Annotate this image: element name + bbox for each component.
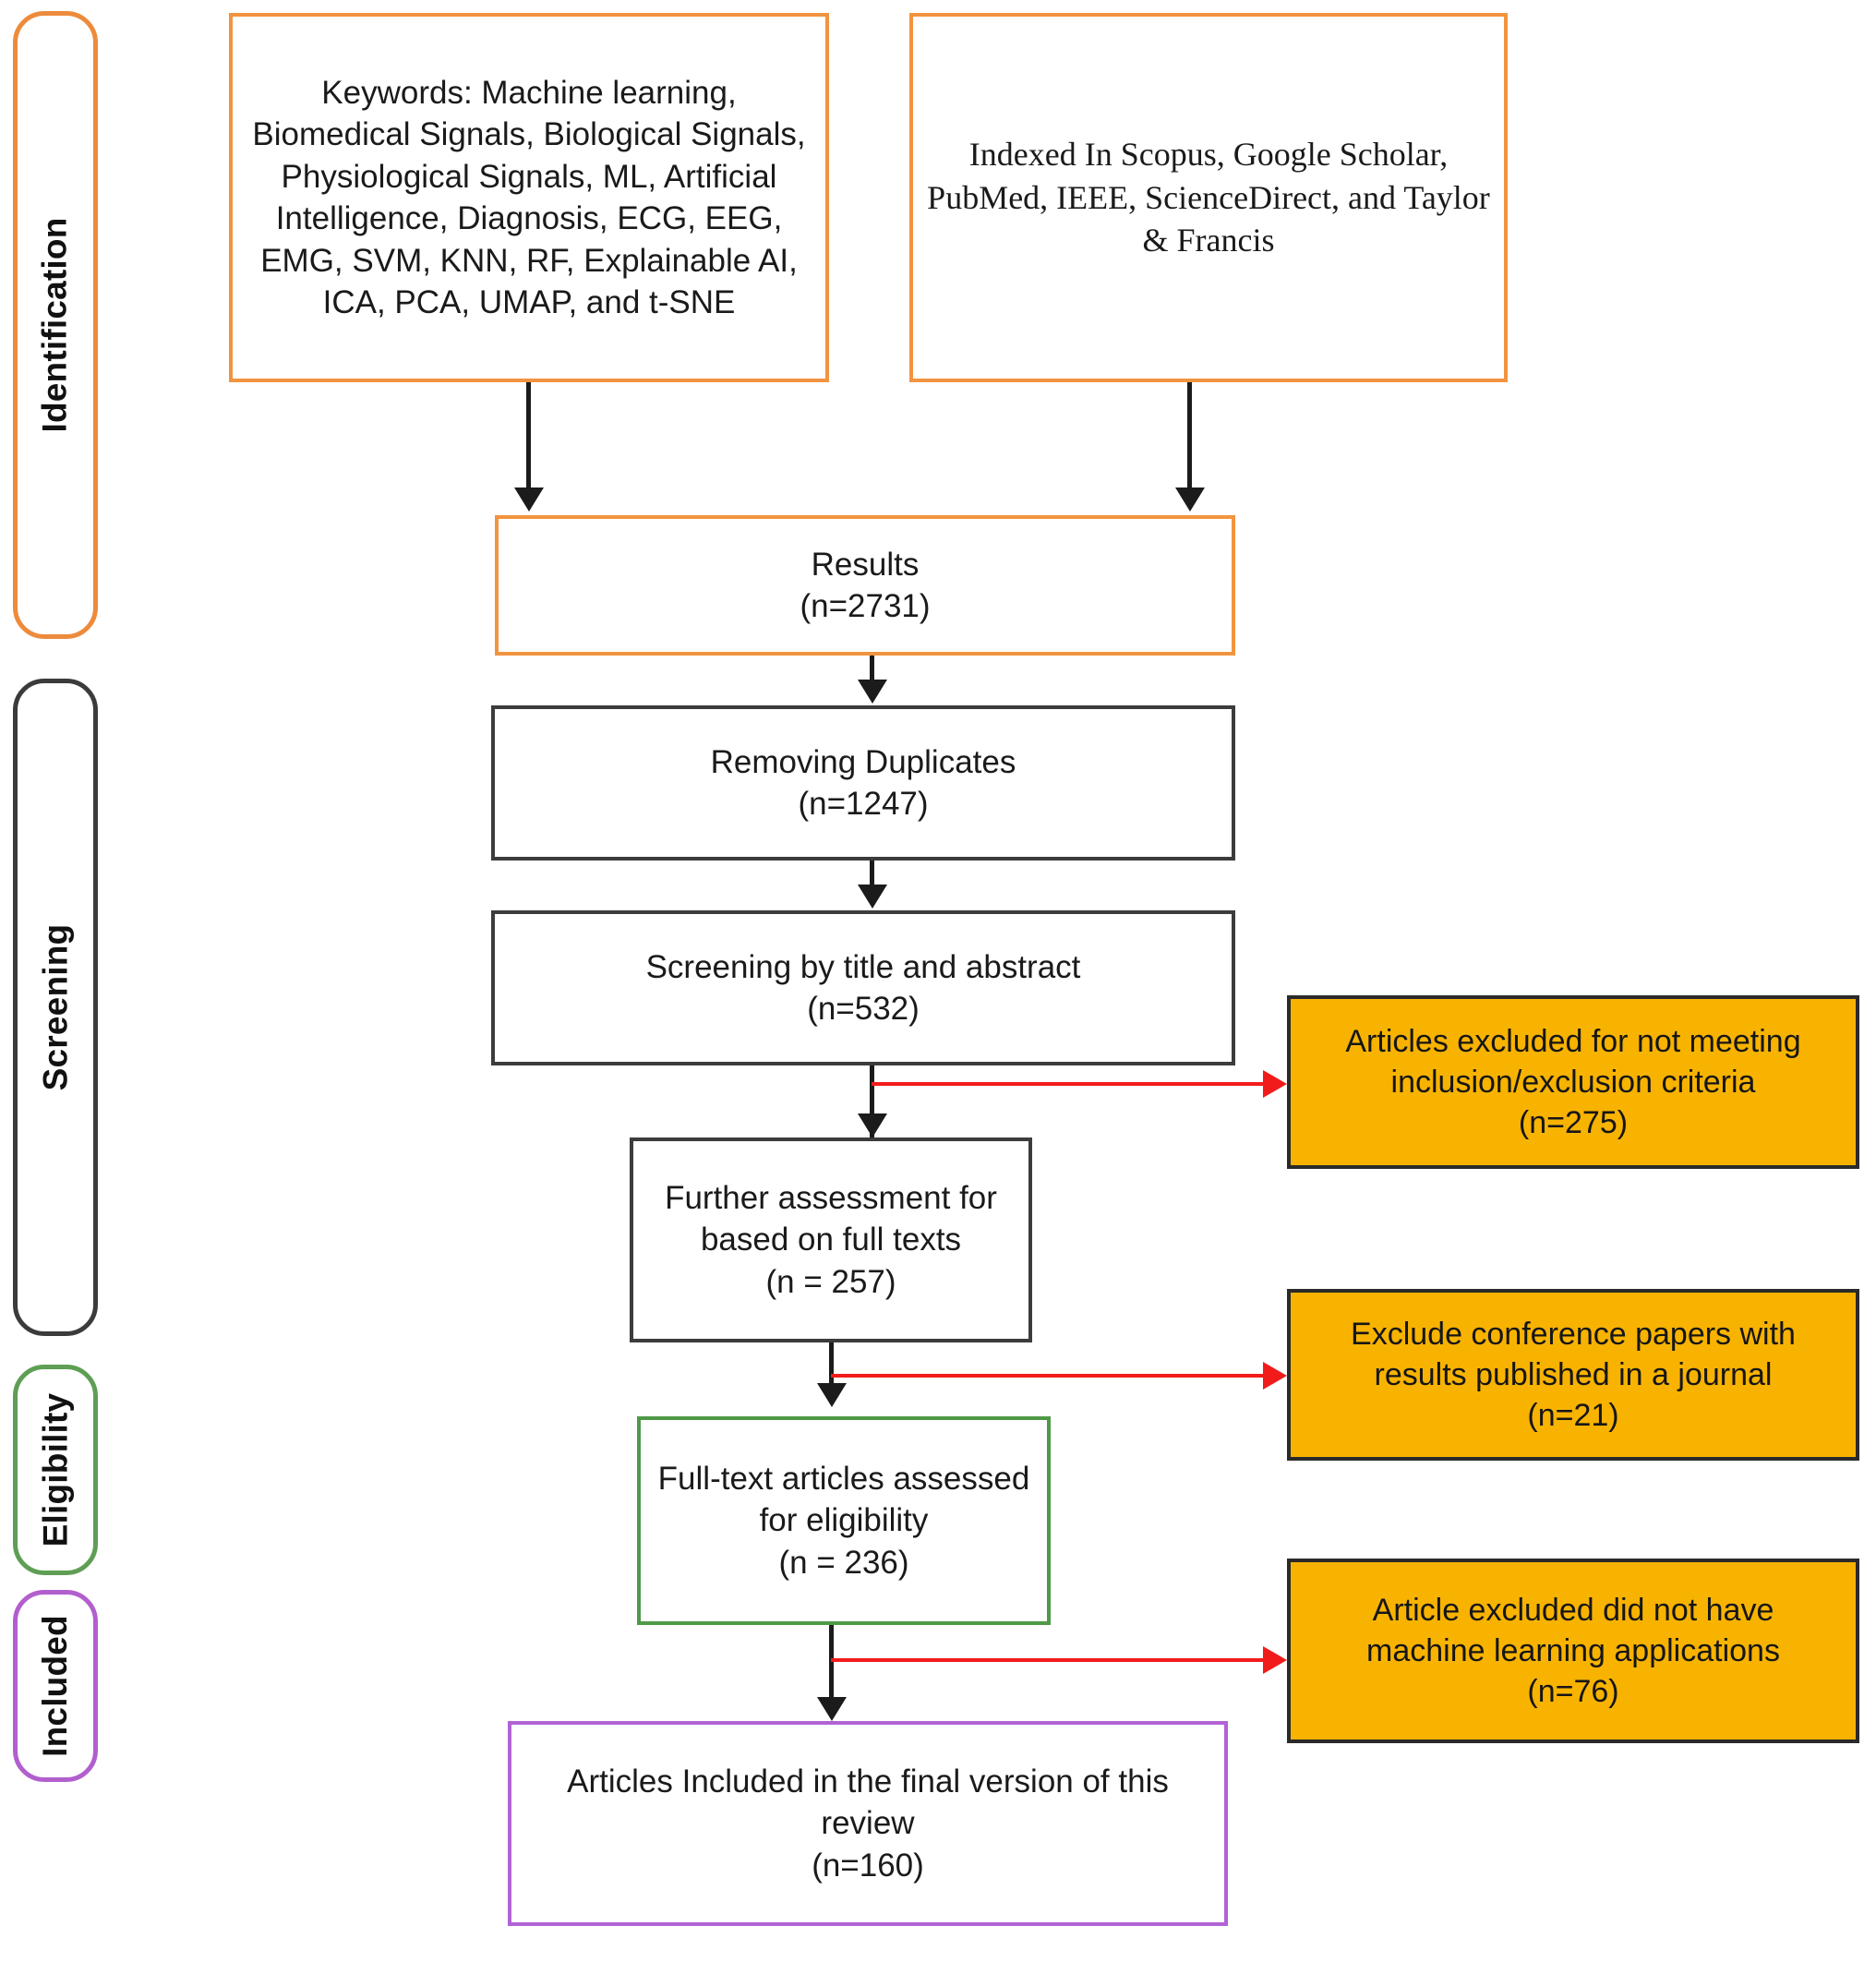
node-results: Results (n=2731) — [495, 515, 1235, 656]
node-excluded-conference-count: (n=21) — [1527, 1398, 1619, 1434]
node-fulltext-eligibility-line2: for eligibility — [759, 1502, 929, 1539]
exclusion-connector-no-ml — [831, 1658, 1265, 1662]
arrowhead-duplicates-to-screening — [858, 885, 887, 909]
node-results-count: (n=2731) — [800, 588, 931, 624]
phase-rail-eligibility: Eligibility — [13, 1365, 98, 1575]
node-excluded-conference-line2: results published in a journal — [1374, 1356, 1773, 1392]
connector-assessment-to-eligibility — [829, 1342, 834, 1394]
phase-label-eligibility: Eligibility — [36, 1392, 75, 1547]
node-further-assessment-count: (n = 257) — [765, 1263, 896, 1300]
node-excluded-criteria-line1: Articles excluded for not meeting — [1345, 1023, 1801, 1059]
node-fulltext-eligibility-count: (n = 236) — [778, 1544, 909, 1581]
phase-rail-included: Included — [13, 1590, 98, 1782]
phase-label-included: Included — [36, 1615, 75, 1757]
node-excluded-no-ml-line2: machine learning applications — [1366, 1632, 1780, 1668]
node-further-assessment: Further assessment for based on full tex… — [630, 1137, 1032, 1342]
arrowhead-assessment-to-eligibility — [817, 1383, 847, 1407]
node-keywords-text: Keywords: Machine learning, Biomedical S… — [252, 74, 806, 321]
phase-rail-identification: Identification — [13, 11, 98, 639]
node-removing-duplicates: Removing Duplicates (n=1247) — [491, 705, 1235, 861]
node-final-included-line1: Articles Included in the final version o… — [567, 1763, 1169, 1800]
exclusion-connector-conference — [831, 1374, 1265, 1378]
connector-screening-to-assessment — [870, 1065, 874, 1137]
node-title-abstract-label: Screening by title and abstract — [645, 948, 1081, 985]
node-final-included: Articles Included in the final version o… — [508, 1721, 1228, 1926]
node-further-assessment-line1: Further assessment for — [665, 1179, 997, 1216]
exclusion-arrowhead-no-ml — [1263, 1646, 1287, 1674]
exclusion-connector-criteria — [872, 1082, 1265, 1086]
exclusion-arrowhead-criteria — [1263, 1070, 1287, 1098]
node-excluded-no-ml-count: (n=76) — [1527, 1674, 1619, 1710]
node-excluded-criteria: Articles excluded for not meeting inclus… — [1287, 995, 1859, 1169]
connector-keywords-to-results — [526, 382, 531, 491]
node-title-abstract-count: (n=532) — [807, 991, 920, 1027]
node-excluded-criteria-count: (n=275) — [1518, 1105, 1629, 1141]
arrowhead-databases-to-results — [1175, 487, 1205, 512]
connector-databases-to-results — [1187, 382, 1192, 491]
node-excluded-no-ml: Article excluded did not have machine le… — [1287, 1559, 1859, 1743]
node-further-assessment-line2: based on full texts — [700, 1222, 962, 1258]
arrowhead-screening-to-assessment — [858, 1113, 887, 1137]
connector-duplicates-to-screening — [870, 861, 874, 888]
connector-results-to-duplicates — [870, 656, 874, 683]
node-excluded-conference: Exclude conference papers with results p… — [1287, 1289, 1859, 1461]
node-fulltext-eligibility: Full-text articles assessed for eligibil… — [637, 1416, 1051, 1625]
arrowhead-keywords-to-results — [514, 487, 544, 512]
connector-eligibility-to-included — [829, 1625, 834, 1704]
arrowhead-eligibility-to-included — [817, 1697, 847, 1721]
phase-label-identification: Identification — [36, 217, 74, 433]
arrowhead-results-to-duplicates — [858, 680, 887, 704]
node-excluded-conference-line1: Exclude conference papers with — [1351, 1316, 1796, 1352]
node-keywords: Keywords: Machine learning, Biomedical S… — [229, 13, 829, 382]
node-excluded-no-ml-line1: Article excluded did not have — [1372, 1592, 1774, 1628]
node-final-included-count: (n=160) — [812, 1847, 924, 1884]
node-excluded-criteria-line2: inclusion/exclusion criteria — [1390, 1064, 1756, 1100]
node-removing-duplicates-count: (n=1247) — [798, 786, 929, 822]
node-title-abstract-screening: Screening by title and abstract (n=532) — [491, 910, 1235, 1065]
exclusion-arrowhead-conference — [1263, 1362, 1287, 1390]
node-databases-text: Indexed In Scopus, Google Scholar, PubMe… — [927, 135, 1490, 259]
node-fulltext-eligibility-line1: Full-text articles assessed — [657, 1460, 1030, 1497]
node-databases: Indexed In Scopus, Google Scholar, PubMe… — [909, 13, 1508, 382]
node-removing-duplicates-label: Removing Duplicates — [710, 743, 1016, 780]
node-final-included-line2: review — [821, 1805, 915, 1842]
node-results-label: Results — [811, 546, 920, 583]
phase-rail-screening: Screening — [13, 679, 98, 1336]
phase-label-screening: Screening — [36, 923, 75, 1091]
